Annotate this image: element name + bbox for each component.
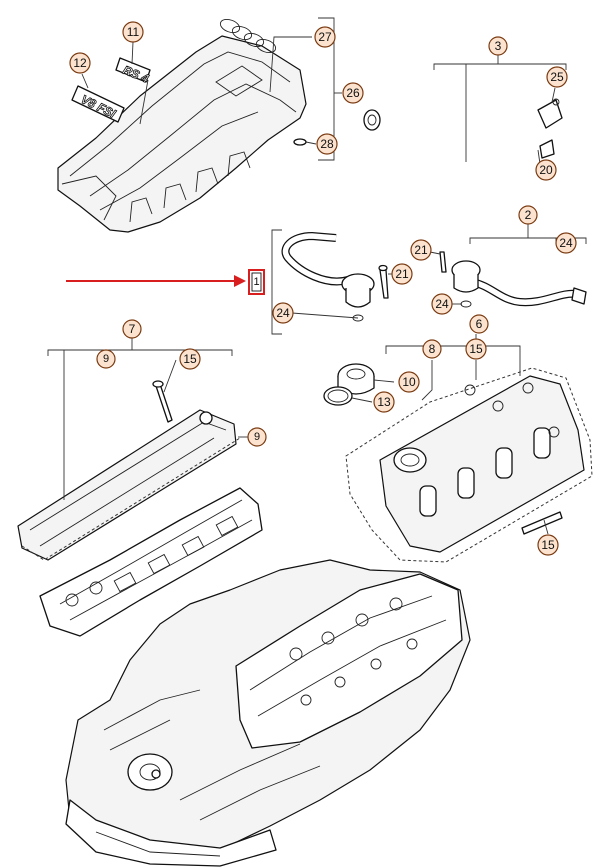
svg-text:6: 6	[476, 317, 483, 331]
callout-3[interactable]: 3	[488, 36, 508, 56]
callout-9-side[interactable]: 9	[247, 427, 267, 447]
callout-28[interactable]: 28	[316, 133, 338, 155]
svg-text:21: 21	[414, 243, 428, 257]
svg-text:15: 15	[183, 352, 197, 366]
oil-filler-cap	[323, 363, 375, 406]
svg-text:21: 21	[395, 267, 409, 281]
v8-fsi-badge: V8 FSI	[71, 85, 125, 123]
audi-rings-emblem	[219, 18, 277, 54]
svg-text:24: 24	[559, 236, 573, 250]
highlighted-part-marker[interactable]: 1	[248, 269, 265, 295]
svg-text:24: 24	[435, 297, 449, 311]
rs4-badge: RS 4	[115, 57, 152, 86]
callout-20[interactable]: 20	[535, 159, 557, 181]
callout-26[interactable]: 26	[342, 82, 364, 104]
callout-2[interactable]: 2	[518, 205, 538, 225]
crankcase-breather-hose	[281, 231, 389, 322]
cylinder-head-cover-right	[345, 367, 593, 563]
svg-text:26: 26	[346, 86, 360, 100]
svg-text:27: 27	[318, 30, 332, 44]
svg-text:24: 24	[276, 306, 290, 320]
svg-text:15: 15	[541, 538, 555, 552]
callout-11[interactable]: 11	[122, 21, 144, 43]
callout-27[interactable]: 27	[314, 26, 336, 48]
callout-21-right[interactable]: 21	[410, 239, 432, 261]
callout-24-right-top[interactable]: 24	[555, 232, 577, 254]
callout-12[interactable]: 12	[69, 52, 91, 74]
rs4-badge-text: RS 4	[121, 63, 151, 86]
callout-15-right-bottom[interactable]: 15	[537, 534, 559, 556]
marker-label: 1	[253, 276, 259, 288]
callout-10[interactable]: 10	[398, 371, 420, 393]
svg-text:25: 25	[550, 70, 564, 84]
svg-text:28: 28	[320, 137, 334, 151]
highlight-arrow	[66, 275, 246, 287]
callout-24-right[interactable]: 24	[431, 293, 453, 315]
svg-text:12: 12	[73, 56, 87, 70]
callout-15-right-top[interactable]: 15	[465, 338, 487, 360]
callout-9-top[interactable]: 9	[96, 349, 116, 369]
svg-text:13: 13	[377, 395, 391, 409]
svg-text:15: 15	[469, 342, 483, 356]
callout-15-left[interactable]: 15	[179, 348, 201, 370]
svg-text:3: 3	[495, 39, 502, 53]
callout-13[interactable]: 13	[373, 391, 395, 413]
breather-hose-assembly	[363, 98, 563, 186]
engine-block	[39, 487, 471, 867]
svg-text:11: 11	[127, 25, 140, 39]
svg-text:2: 2	[525, 208, 532, 222]
svg-text:7: 7	[129, 322, 136, 336]
svg-text:10: 10	[402, 375, 416, 389]
cylinder-head-cover-left	[17, 380, 241, 561]
callout-8[interactable]: 8	[422, 339, 442, 359]
grommet	[293, 138, 307, 146]
svg-text:9: 9	[103, 353, 109, 365]
engine-cover	[57, 35, 307, 233]
svg-text:20: 20	[539, 163, 553, 177]
leader-lines	[47, 17, 587, 535]
svg-text:9: 9	[254, 431, 260, 443]
callout-6[interactable]: 6	[469, 314, 489, 334]
callout-7[interactable]: 7	[122, 319, 142, 339]
svg-text:8: 8	[429, 342, 436, 356]
pcv-valve-hose	[439, 251, 587, 308]
callout-21-mid[interactable]: 21	[391, 263, 413, 285]
callout-24-mid[interactable]: 24	[272, 302, 294, 324]
callout-25[interactable]: 25	[546, 66, 568, 88]
